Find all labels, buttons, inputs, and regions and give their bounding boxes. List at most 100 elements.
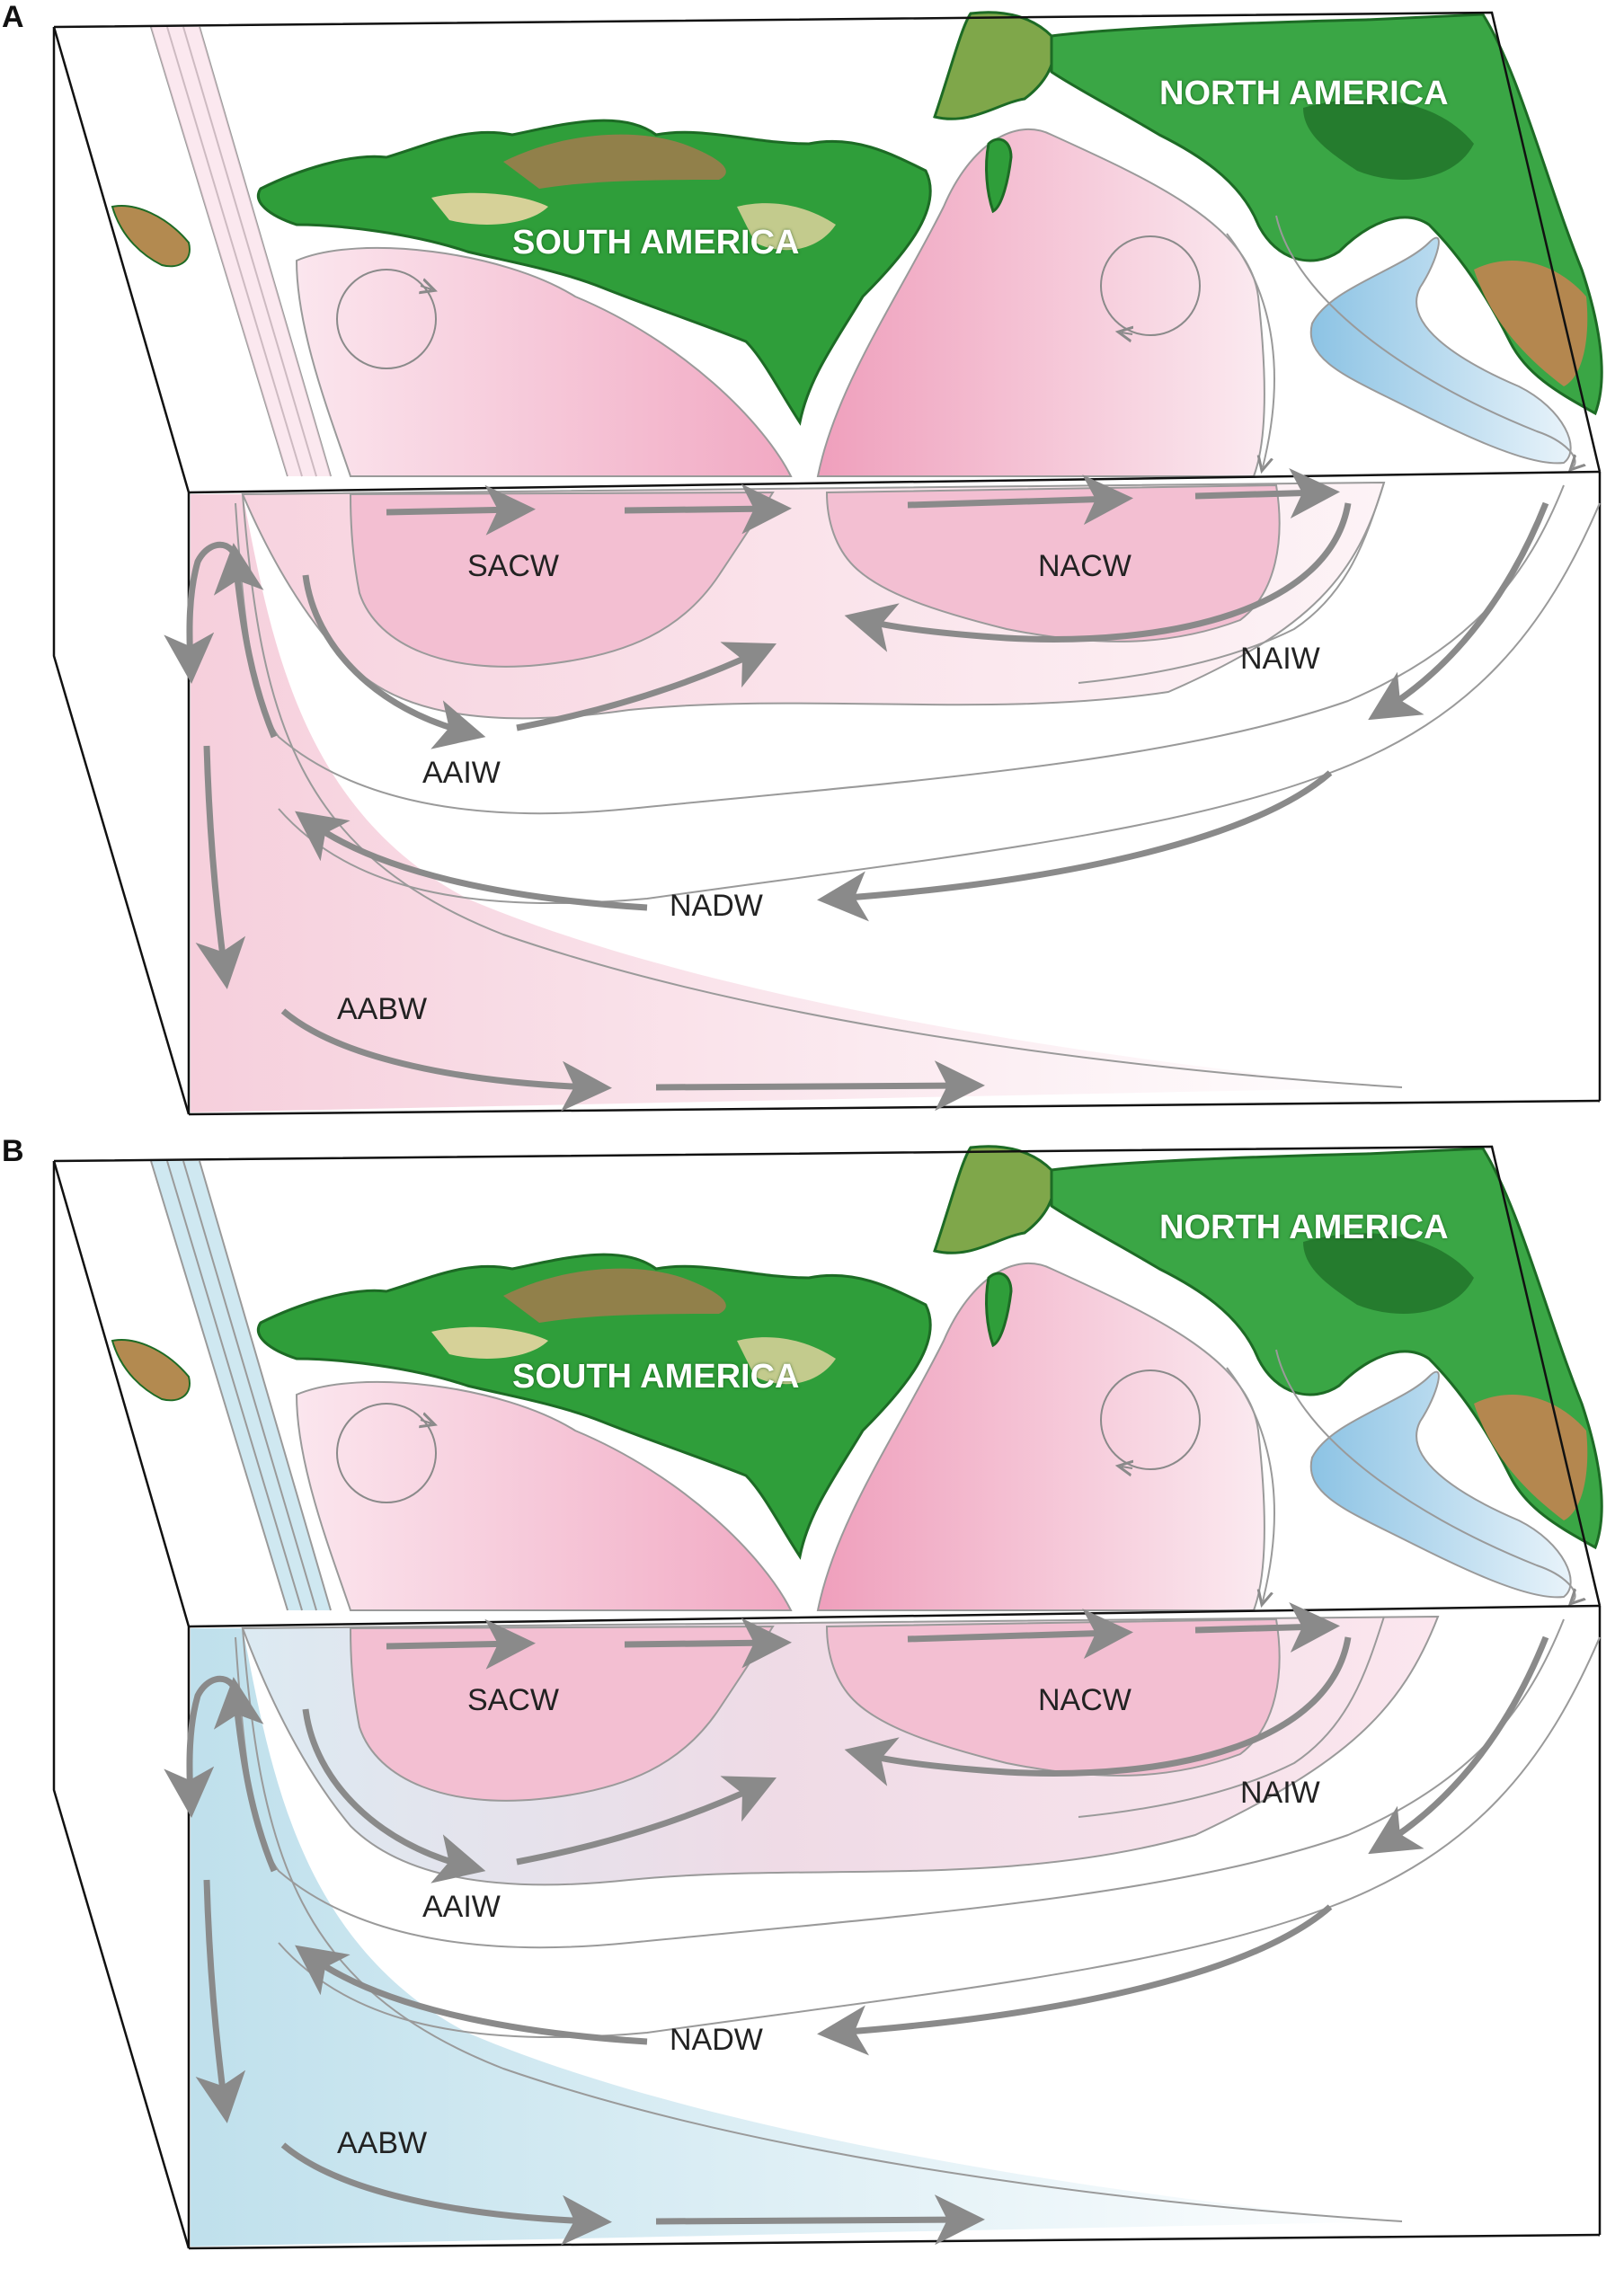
flow-arrow xyxy=(907,474,1133,526)
naiw-label: NAIW xyxy=(1240,1776,1320,1810)
box-top-edge xyxy=(53,11,1602,473)
flow-arrow xyxy=(302,1708,486,1883)
flow-arrow xyxy=(295,1945,648,2045)
sacw-region xyxy=(349,491,775,668)
flow-arrow xyxy=(386,484,536,536)
flow-arrow xyxy=(655,2194,985,2246)
naiw-boundary xyxy=(1078,482,1385,684)
southern-streamline-2 xyxy=(166,1160,303,1611)
nacw-label: NACW xyxy=(1038,1683,1131,1717)
gulf-region xyxy=(1309,236,1572,465)
flow-arrow xyxy=(213,1677,278,1873)
box-left-depth xyxy=(52,1161,191,2249)
north-gyre-circle xyxy=(1100,235,1201,336)
circulation-arrows xyxy=(164,1602,1549,2246)
aaiw-label: AAIW xyxy=(422,1890,501,1924)
flow-arrow xyxy=(213,543,278,739)
aabw-boundary xyxy=(242,1627,1403,2222)
north-america-landmass xyxy=(1050,13,1603,416)
south-gyre-region xyxy=(295,1380,793,1611)
flow-arrow xyxy=(516,642,777,731)
south-gyre-circle xyxy=(336,269,437,369)
southern-streamline-1 xyxy=(150,1160,288,1611)
nadw-lower-boundary xyxy=(278,502,1601,905)
flow-arrow xyxy=(624,483,792,535)
flow-arrow xyxy=(302,574,486,749)
south-america-landmass xyxy=(257,119,932,426)
southern-streamline-4 xyxy=(199,1160,332,1611)
flow-arrow xyxy=(1368,501,1549,721)
highland-patch xyxy=(431,1326,548,1359)
highland-patch-2 xyxy=(737,203,836,251)
flow-arrow xyxy=(1194,468,1340,519)
flow-arrow xyxy=(295,811,648,911)
north-gyre-arrow xyxy=(1122,1467,1132,1468)
box-left-edge xyxy=(52,1160,191,2248)
flow-arrow xyxy=(195,745,246,989)
south-america-landmass xyxy=(257,1253,932,1560)
north-america-dark-patch xyxy=(1303,99,1474,180)
gulf-region xyxy=(1309,1370,1572,1599)
southern-surface-band xyxy=(151,27,331,476)
southern-deep-water xyxy=(191,1628,1402,2247)
highland-patch-2 xyxy=(737,1337,836,1385)
box-top-edge xyxy=(53,1145,1602,1607)
south-america-label: SOUTH AMERICA xyxy=(512,1358,800,1396)
highland-patch xyxy=(431,192,548,225)
south-america-label: SOUTH AMERICA xyxy=(512,224,800,261)
appalachian-ridge xyxy=(1474,1395,1588,1520)
andes-ridge xyxy=(503,1268,726,1323)
caribbean-island xyxy=(985,1272,1013,1348)
southern-surface-band xyxy=(151,1161,331,1610)
flow-arrow xyxy=(907,1609,1133,1660)
box-front-top xyxy=(188,470,1601,494)
circulation-arrows xyxy=(164,468,1549,1112)
flow-arrow xyxy=(817,1904,1333,2056)
andes-ridge xyxy=(503,134,726,189)
flow-arrow xyxy=(844,1636,1352,1786)
north-america-label: NORTH AMERICA xyxy=(1159,75,1449,112)
north-gyre-region xyxy=(816,128,1265,477)
africa-tip xyxy=(111,1339,191,1402)
south-gyre-circle xyxy=(336,1403,437,1503)
gulf-stream-line xyxy=(1275,215,1575,467)
box-front-top xyxy=(188,1604,1601,1628)
flow-arrow xyxy=(386,1618,536,1670)
north-america-landmass xyxy=(1050,1147,1603,1550)
aaiw-label: AAIW xyxy=(422,756,501,790)
appalachian-ridge xyxy=(1474,261,1588,386)
box-left-edge xyxy=(52,26,191,1114)
flow-arrow xyxy=(1194,1602,1340,1653)
flow-arrow xyxy=(164,541,236,684)
panel-a: A xyxy=(0,0,1624,1134)
south-gyre-arrow xyxy=(421,1420,431,1423)
flow-arrow xyxy=(1368,1635,1549,1855)
africa-tip xyxy=(111,205,191,268)
caribbean-island xyxy=(985,137,1013,214)
flow-arrow xyxy=(164,1675,236,1818)
nadw-label: NADW xyxy=(670,2023,763,2057)
aabw-boundary xyxy=(242,493,1403,1088)
north-gyre-region xyxy=(816,1262,1265,1611)
nacw-label: NACW xyxy=(1038,549,1131,583)
north-gyre-arrow xyxy=(1122,332,1132,334)
box-left-depth xyxy=(52,27,191,1115)
flow-arrow xyxy=(280,1008,612,1112)
south-gyre-arrow xyxy=(421,286,431,289)
central-america-landmass xyxy=(933,11,1056,120)
box-front-bottom xyxy=(188,1099,1601,1116)
panel-label: A xyxy=(2,0,24,34)
panel-b: B xyxy=(0,1134,1624,2268)
sacw-label: SACW xyxy=(467,1683,559,1717)
south-gyre-region xyxy=(295,246,793,477)
naiw-label: NAIW xyxy=(1240,642,1320,676)
sacw-region xyxy=(349,1625,775,1802)
circulation-diagram xyxy=(52,11,1603,1116)
flow-arrow xyxy=(280,2142,612,2246)
naiw-boundary xyxy=(1078,1616,1385,1818)
flow-arrow xyxy=(195,1879,246,2123)
flow-arrow xyxy=(655,1060,985,1112)
sacw-label: SACW xyxy=(467,549,559,583)
southern-streamline-3 xyxy=(182,1160,317,1611)
north-gyre-circle xyxy=(1100,1369,1201,1470)
